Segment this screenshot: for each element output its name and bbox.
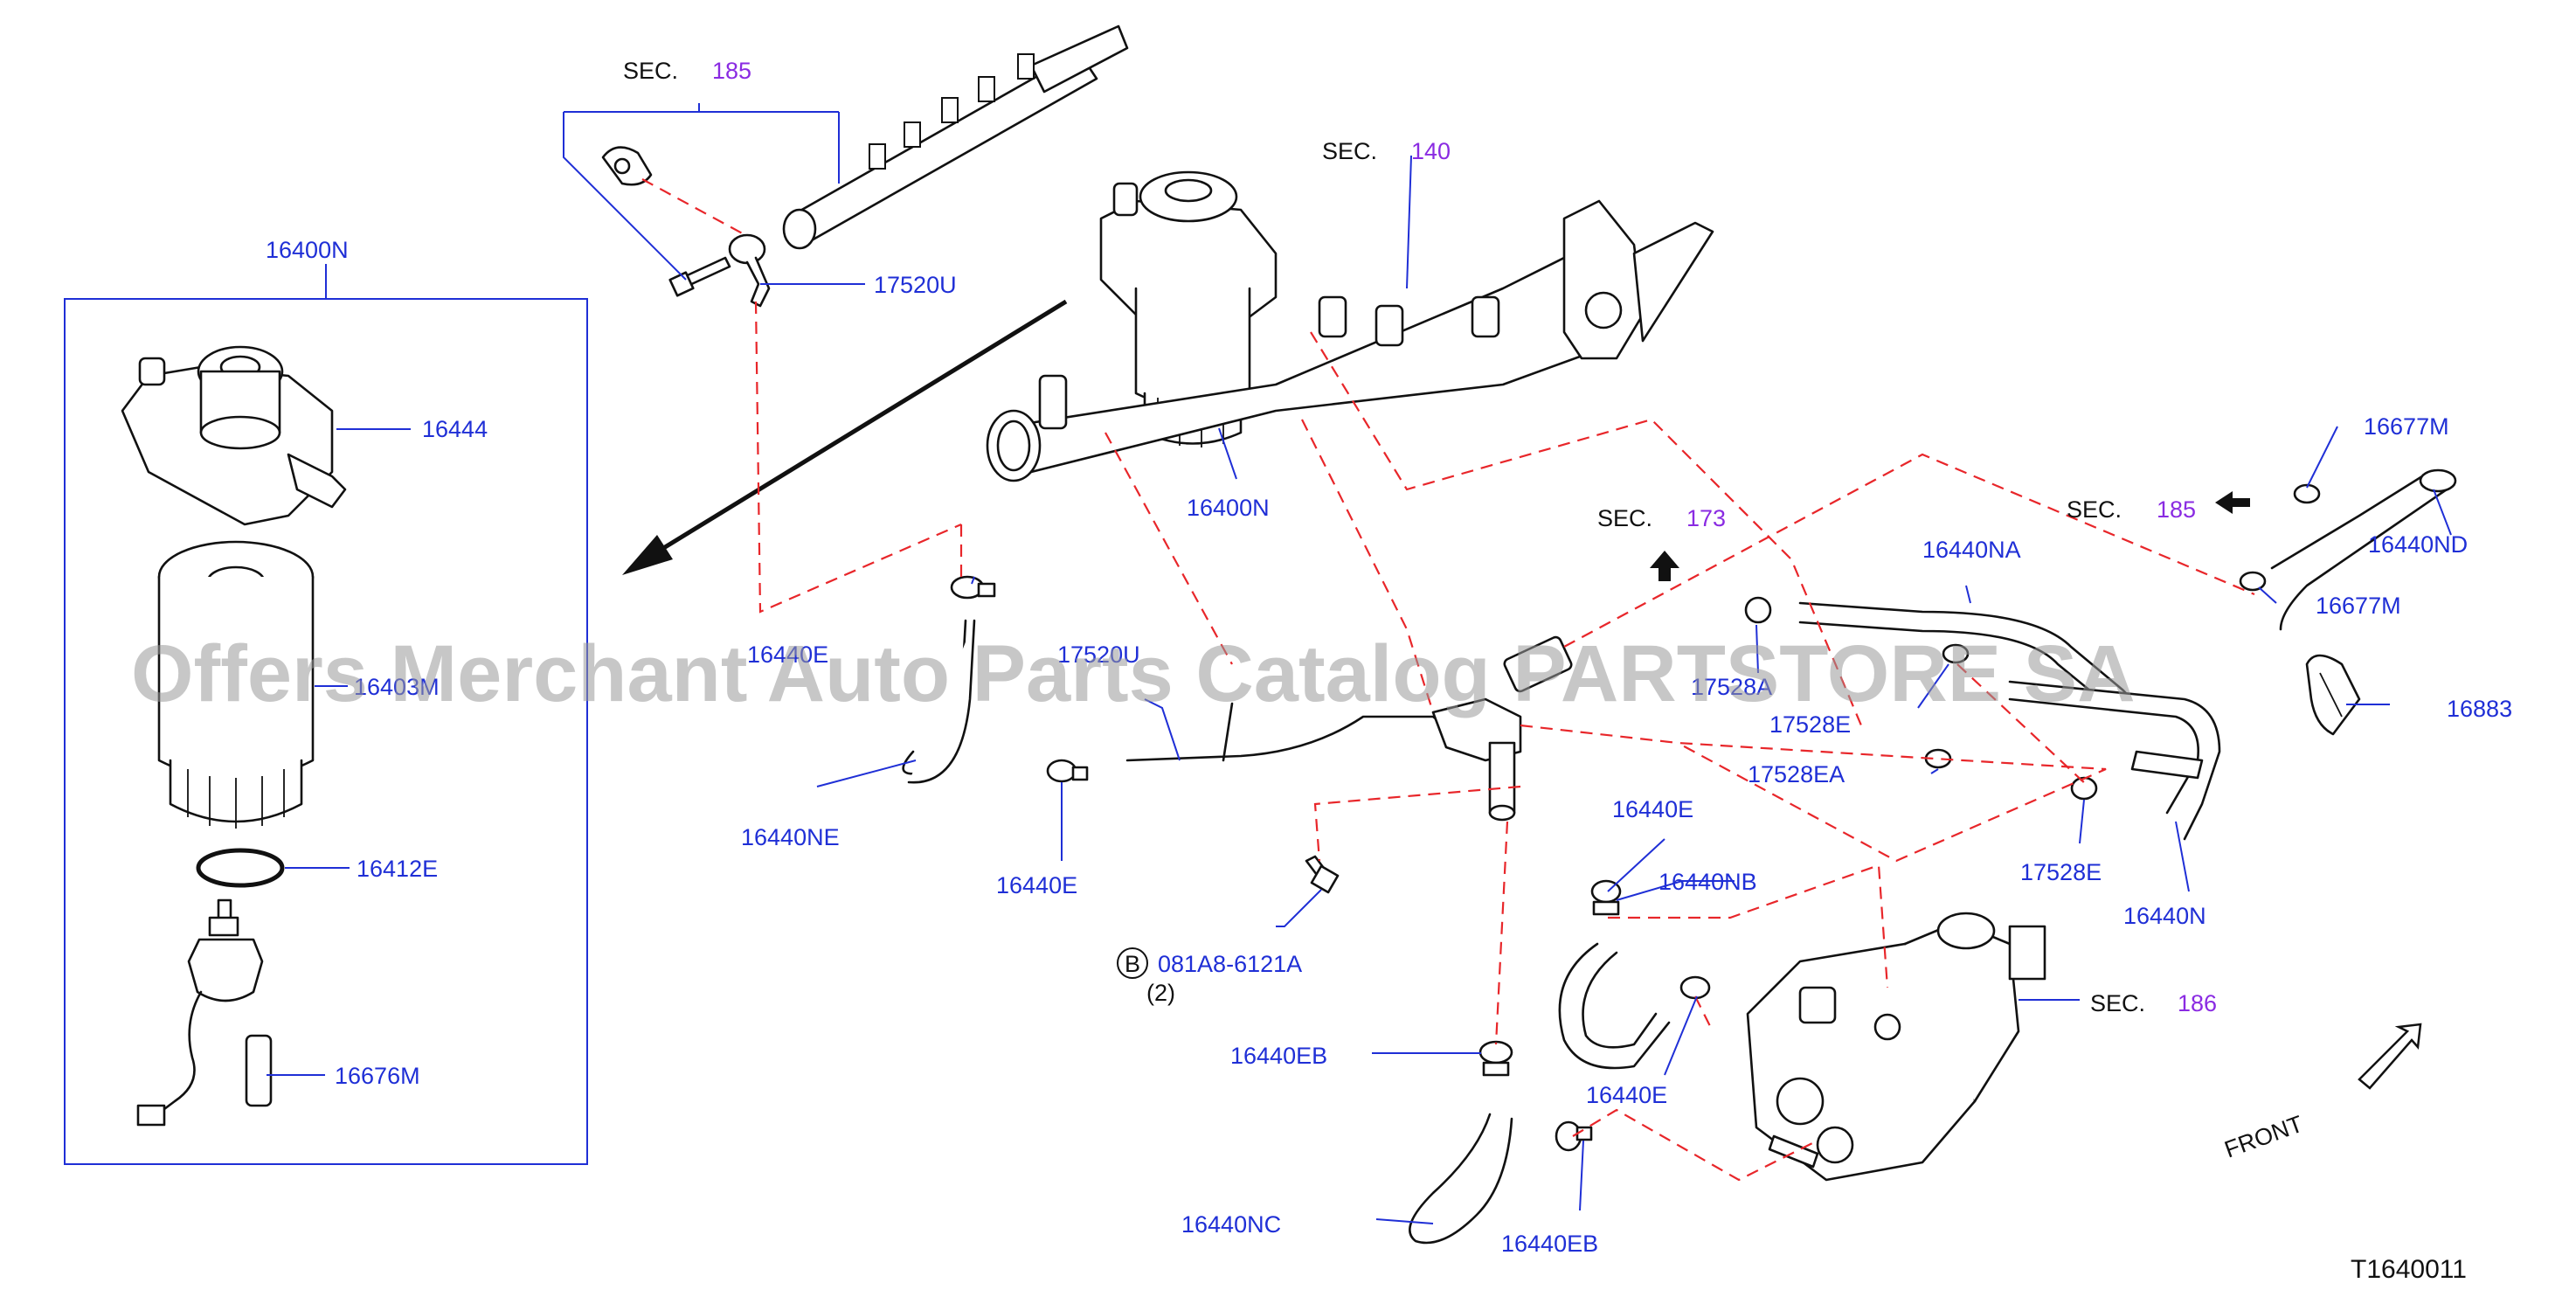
clamp-16440E-upper	[950, 575, 996, 600]
part-16440EB-left-label: 16440EB	[1230, 1043, 1327, 1069]
part-17520U-top-label: 17520U	[874, 272, 957, 298]
o-ring	[196, 848, 285, 888]
part-16677M-top-label: 16677M	[2364, 413, 2449, 440]
part-16412E-label: 16412E	[357, 856, 438, 882]
part-16440NA-label: 16440NA	[1922, 537, 2021, 563]
rail-bolt	[668, 256, 731, 297]
up-arrow-sec173	[1650, 551, 1679, 581]
part-16677M-bottom-label: 16677M	[2316, 593, 2401, 619]
part-16440EB-bottom-label: 16440EB	[1501, 1231, 1598, 1257]
sec140-label: SEC.	[1322, 138, 1377, 164]
part-17528EA-label: 17528EA	[1748, 761, 1845, 787]
part-16440ND-label: 16440ND	[2368, 531, 2468, 558]
part-16403M-label: 16403M	[354, 674, 440, 700]
front-label: FRONT	[2221, 1111, 2307, 1163]
clamp-16440EB-left	[1478, 1040, 1513, 1077]
hose-16440NE	[902, 619, 976, 784]
part-16440E-bottom-label: 16440E	[1586, 1082, 1667, 1108]
fuel-filter-cartridge	[157, 540, 315, 829]
clamp-16677M-bottom	[2239, 571, 2267, 592]
priming-pump-head	[121, 345, 347, 526]
sec185-top-label: SEC.	[623, 58, 678, 84]
sec185-top-number: 185	[712, 58, 751, 84]
part-17528E-right-label: 17528E	[2020, 859, 2102, 885]
dashed-connectors	[641, 178, 2255, 1182]
clamp-17528E-right	[2070, 776, 2098, 801]
part-16400N-box-label: 16400N	[266, 237, 349, 263]
fuel-joint	[1431, 635, 1573, 822]
clamp-17528E-upper	[1942, 643, 1970, 664]
hose-16440N	[2008, 680, 2221, 841]
rail-bracket	[601, 146, 653, 186]
bolt-081A8	[1305, 855, 1340, 894]
fuel-filter-exploded-box	[64, 264, 588, 1165]
pipe-17520U	[1125, 702, 1457, 762]
sec173-label: SEC.	[1597, 505, 1652, 531]
direction-arrow	[622, 299, 1068, 575]
banjo-fitting	[728, 233, 771, 308]
bolt-marker-letter: B	[1125, 951, 1140, 977]
sec173-number: 173	[1686, 505, 1726, 531]
part-16440E-right-label: 16440E	[1612, 796, 1693, 822]
sec185-right-number: 185	[2157, 496, 2196, 523]
clip-16883	[2305, 654, 2361, 736]
bolt-part-code: 081A8-6121A	[1158, 951, 1302, 977]
watermark: Offers Merchant Auto Parts Catalog PARTS…	[131, 629, 2136, 718]
clamp-16440E-lower	[1046, 759, 1089, 783]
injection-pump	[1746, 912, 2046, 1182]
part-17528E-top-label: 17528E	[1769, 711, 1851, 738]
bolt-marker-b: B	[1117, 947, 1148, 979]
part-16440E-left-label: 16440E	[747, 642, 828, 668]
part-16440E-mid-label: 16440E	[996, 872, 1077, 898]
intake-manifold	[986, 199, 1714, 482]
fuel-rail	[782, 24, 1129, 250]
part-17528A-label: 17528A	[1691, 674, 1772, 700]
clamp-16440E-nb-bottom	[1679, 975, 1711, 1000]
part-16440NB-label: 16440NB	[1658, 869, 1757, 895]
clamp-16677M-top	[2293, 483, 2321, 504]
water-level-sensor	[136, 898, 273, 1127]
front-arrow	[2358, 1023, 2422, 1090]
sec185-right-label: SEC.	[2067, 496, 2122, 523]
diagram-id: T1640011	[2351, 1255, 2467, 1284]
part-16676M-label: 16676M	[335, 1063, 420, 1089]
hose-16440NB	[1558, 942, 1671, 1070]
part-16883-label: 16883	[2447, 696, 2512, 722]
sec186-label: SEC.	[2090, 990, 2145, 1016]
part-17520U-mid-label: 17520U	[1057, 642, 1140, 668]
part-16440NE-label: 16440NE	[741, 824, 840, 850]
clamp-16440E-nb-top	[1590, 879, 1622, 916]
part-16400N-mid-label: 16400N	[1187, 495, 1270, 521]
part-16440NC-label: 16440NC	[1181, 1211, 1281, 1238]
hose-16440ND	[2270, 468, 2457, 631]
part-16444-label: 16444	[422, 416, 488, 442]
leader-lines	[760, 283, 2452, 1224]
hose-16440NC	[1409, 1113, 1513, 1245]
left-arrow-sec185	[2215, 491, 2250, 514]
bolt-quantity: (2)	[1146, 980, 1175, 1006]
sec186-number: 186	[2178, 990, 2217, 1016]
part-16440N-label: 16440N	[2123, 903, 2206, 929]
clamp-17528A	[1744, 596, 1772, 624]
sec140-number: 140	[1411, 138, 1451, 164]
